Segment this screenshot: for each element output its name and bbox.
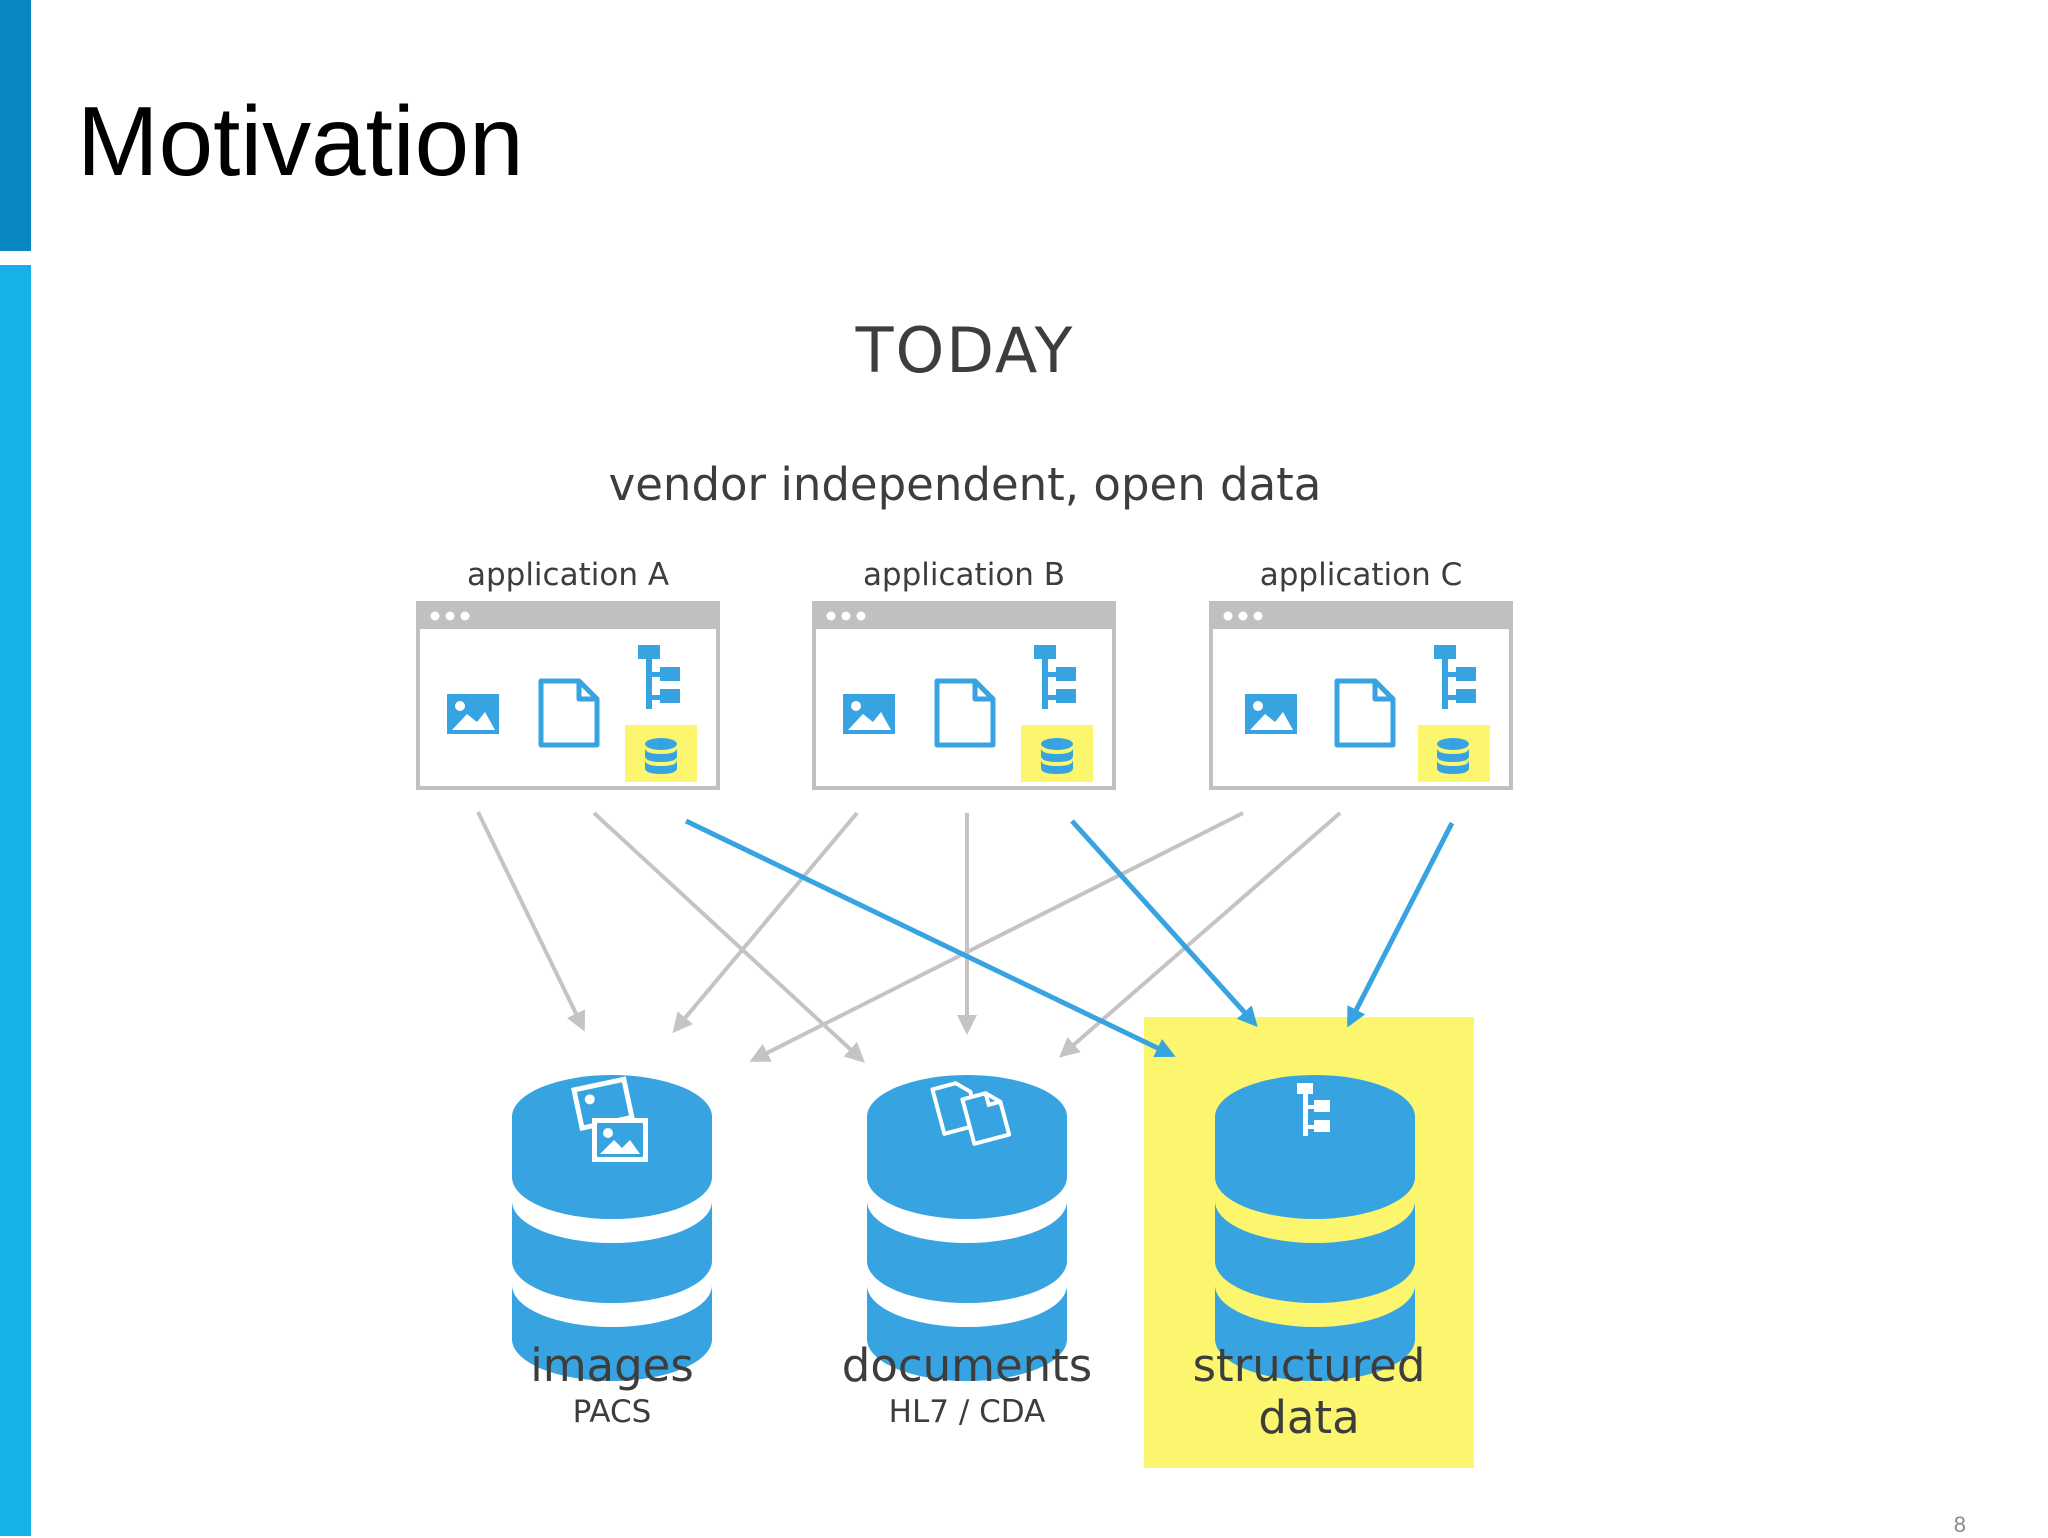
gray-arrows: [476, 811, 1342, 1063]
diagram-subheading: vendor independent, open data: [608, 458, 1322, 511]
database-icon: [645, 738, 677, 774]
tree-icon: [1297, 1083, 1330, 1136]
database-icon: [1437, 738, 1469, 774]
store-sub: PACS: [572, 1394, 652, 1430]
structured-data-store: [1215, 1075, 1415, 1381]
document-icon: [937, 681, 993, 745]
store-sub: HL7 / CDA: [888, 1394, 1046, 1430]
image-icon: [592, 1118, 648, 1162]
documents-label: documents HL7 / CDA: [817, 1340, 1117, 1432]
image-icon: [571, 1076, 635, 1132]
app-label-c: application C: [1259, 557, 1463, 593]
image-icon: [843, 694, 895, 734]
app-label-a: application A: [466, 557, 670, 593]
document-icon: [960, 1091, 1012, 1146]
accent-bar-dark: [0, 0, 31, 251]
store-name: structured data: [1192, 1339, 1426, 1444]
images-store: [512, 1075, 712, 1381]
accent-bar-light: [0, 265, 31, 1536]
app-window-b: [812, 601, 1116, 790]
blue-arrows: [684, 818, 1455, 1058]
app-window-a: [416, 601, 720, 790]
database-icon: [1041, 738, 1073, 774]
documents-store: [867, 1075, 1067, 1381]
app-label-b: application B: [862, 557, 1066, 593]
store-name: documents: [841, 1339, 1093, 1392]
diagram-heading: TODAY: [855, 314, 1075, 387]
images-label: images PACS: [462, 1340, 762, 1432]
document-icon: [541, 681, 597, 745]
image-icon: [1245, 694, 1297, 734]
store-name: images: [530, 1339, 694, 1392]
page-number: 8: [1953, 1512, 1966, 1537]
document-icon: [1337, 681, 1393, 745]
slide-title: Motivation: [77, 86, 524, 196]
app-window-c: [1209, 601, 1513, 790]
structured-data-label: structured data: [1164, 1340, 1454, 1444]
image-icon: [447, 694, 499, 734]
